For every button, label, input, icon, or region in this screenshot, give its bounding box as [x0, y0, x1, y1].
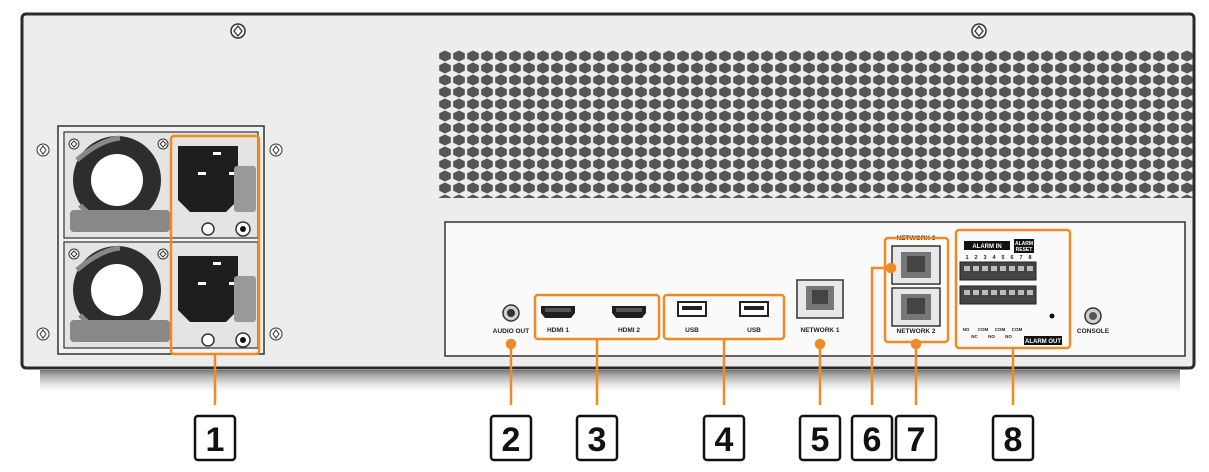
ventilation-grill	[438, 50, 1194, 198]
alarm-out-pin-label: NO	[988, 334, 995, 339]
alarm-reset-label-2: RESET	[1016, 247, 1033, 253]
alarm-in-pin-label: 2	[974, 255, 977, 261]
network2-label: NETWORK 2	[897, 328, 936, 335]
screw-icon	[68, 248, 80, 260]
screw-icon	[269, 143, 283, 157]
alarm-out-pin-label: NO	[963, 327, 970, 332]
alarm-in-pin-label: 6	[1010, 255, 1013, 261]
hdmi-port-icon	[541, 306, 575, 318]
screw-icon	[36, 143, 50, 157]
screw-icon	[157, 248, 169, 260]
callout-leaders	[213, 262, 1015, 405]
screw-icon	[269, 327, 283, 341]
ethernet-port-icon	[796, 279, 844, 319]
alarm-out-pin-label: COM	[995, 327, 1006, 332]
audio-out-port	[502, 304, 520, 322]
alarm-in-pin-label: 1	[965, 255, 968, 261]
console-label: CONSOLE	[1077, 328, 1110, 335]
usb-port-icon	[677, 301, 707, 317]
screw-icon	[971, 23, 987, 39]
network1-label: NETWORK 1	[801, 327, 840, 334]
alarm-in-pin-label: 3	[983, 255, 986, 261]
console-port	[1084, 307, 1102, 325]
callout-number-1: 1	[206, 421, 225, 459]
callout-number-7: 7	[907, 421, 926, 459]
screw-icon	[68, 138, 80, 150]
alarm-in-pin-label: 5	[1001, 255, 1004, 261]
alarm-in-label: ALARM IN	[972, 244, 1001, 250]
screw-icon	[230, 23, 246, 39]
hdmi-port-icon	[612, 306, 646, 318]
alarm-out-pin-label: NO	[1005, 334, 1012, 339]
alarm-in-pin-label: 8	[1028, 255, 1031, 261]
callout-number-6: 6	[863, 421, 882, 459]
callout-number-5: 5	[811, 421, 830, 459]
alarm-reset-label-1: ALARM	[1015, 241, 1033, 247]
power-inlet-icon	[178, 256, 256, 322]
callout-number-3: 3	[588, 421, 607, 459]
power-inlet-icon	[178, 146, 256, 212]
hdmi1-label: HDMI 1	[547, 327, 569, 334]
fan-icon	[73, 135, 161, 227]
power-supply-bay	[36, 125, 283, 355]
usb2-label: USB	[747, 327, 761, 334]
alarm-in-pin-label: 7	[1019, 255, 1022, 261]
hdmi2-label: HDMI 2	[618, 327, 640, 334]
callout-number-2: 2	[502, 421, 521, 459]
usb1-label: USB	[685, 327, 699, 334]
power-supply-unit-2	[63, 241, 259, 349]
ethernet-port-icon	[891, 287, 941, 327]
ethernet-port-icon	[891, 245, 941, 285]
alarm-in-pin-label: 4	[992, 255, 996, 261]
alarm-out-label: ALARM OUT	[1025, 339, 1061, 345]
callout-number-8: 8	[1004, 421, 1023, 459]
alarm-out-pin-label: COM	[1012, 327, 1023, 332]
chassis-shadow	[40, 370, 1180, 392]
alarm-out-pin-label: NC	[971, 334, 978, 339]
screw-icon	[157, 138, 169, 150]
usb-port-icon	[739, 301, 769, 317]
callout-number-4: 4	[715, 421, 734, 459]
callout-number-boxes	[193, 414, 1035, 462]
audio-out-label: AUDIO OUT	[493, 328, 530, 335]
power-supply-unit-1	[63, 131, 259, 239]
alarm-out-pin-label: COM	[978, 327, 989, 332]
screw-icon	[36, 327, 50, 341]
fan-icon	[73, 245, 161, 337]
